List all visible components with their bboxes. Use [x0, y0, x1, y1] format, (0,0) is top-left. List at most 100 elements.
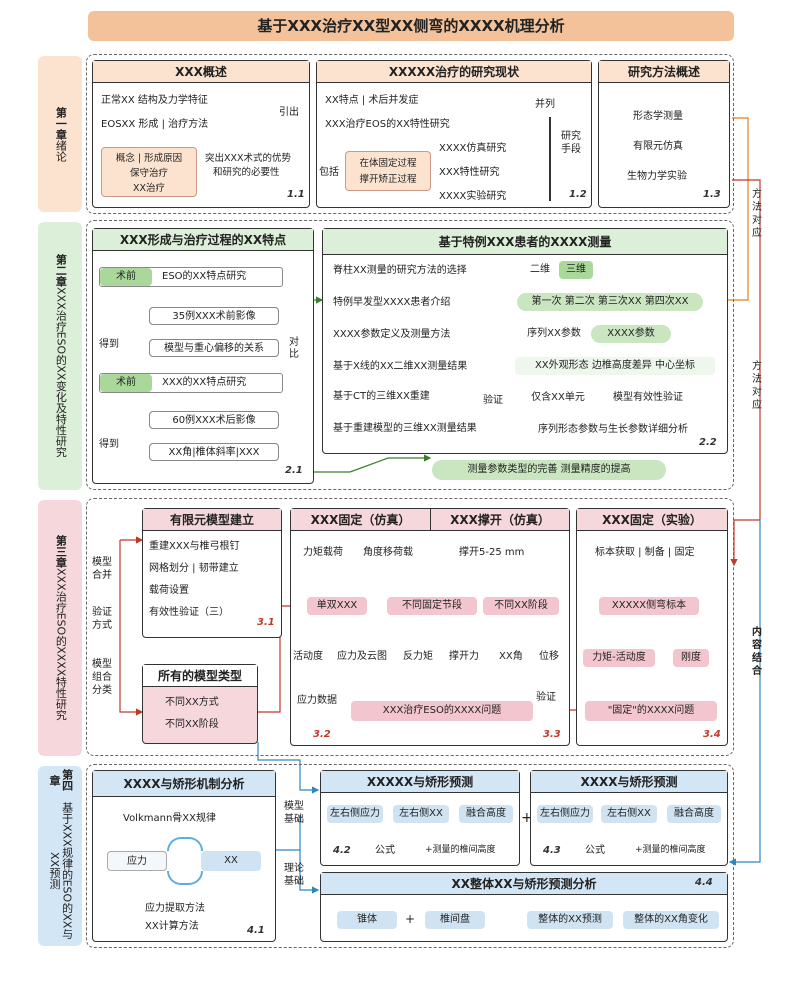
process-box: 在体固定过程 撑开矫正过程 [345, 151, 431, 191]
section-number: 1.3 [703, 189, 721, 200]
xxxx-params: XXXX参数 [591, 325, 671, 343]
time-1: 第一次 [531, 296, 562, 307]
methods-title: 研究方法概述 [599, 61, 729, 83]
tag-3d: 三维 [559, 261, 593, 279]
obtain-label2: 得到 [99, 439, 119, 450]
row-3d-result: 基于重建模型的三维XX测量结果 [333, 423, 477, 434]
postop-images: 60例XXX术后影像 [149, 411, 279, 429]
single-double: 单双XXX [307, 597, 367, 615]
model-relation: 模型与重心偏移的关系 [149, 339, 279, 357]
chapter1-label: 第一章绪论 [38, 56, 82, 212]
disc: 椎间盘 [425, 911, 485, 929]
improvement-banner: 测量参数类型的完善 测量精度的提高 [432, 460, 666, 480]
out-spread-force: 撑开力 [449, 651, 479, 662]
fe-step1: 重建XXX与椎弓根钉 [149, 541, 240, 552]
out-reaction: 反力矩 [403, 651, 433, 662]
fix-segment: 不同固定节段 [387, 597, 477, 615]
model-types-box: 所有的模型类型 不同XX方式 不同XX阶段 [142, 664, 258, 744]
moment-load: 力矩载荷 [303, 547, 343, 558]
model-base-label: 模型基础 [284, 801, 304, 825]
angle-load: 角度移荷载 [363, 547, 413, 558]
method-fem: 有限元仿真 [633, 141, 683, 152]
chapter3-number: 第三章 [54, 535, 68, 569]
fe-step2: 网格划分 | 韧带建立 [149, 563, 239, 574]
lead-label: 引出 [279, 107, 299, 118]
chapter4-frame [86, 764, 734, 948]
highlight-line2: 和研究的必要性 [213, 167, 280, 178]
spread-stage: 不同XX阶段 [483, 597, 559, 615]
appearance-1: XX外观形态 [534, 360, 589, 371]
xx-node: XX [201, 851, 261, 871]
preop-row2: 术前 XXX的XX特点研究 [99, 373, 283, 393]
compare-label: 对比 [289, 337, 299, 360]
out-stress: 应力及云图 [337, 651, 387, 662]
spread-range: 撑开5-25 mm [459, 547, 525, 558]
method-item1: XXXX仿真研究 [439, 143, 507, 154]
time-2: 第二次 [564, 296, 595, 307]
moment-rom: 力矩-活动度 [583, 649, 655, 667]
experiment-title: XXX固定（实验） [577, 509, 727, 531]
chapter4-subtitle: 基于XXX规律的ESO的XX与XX预测 [48, 801, 74, 939]
method-item2: XXX特性研究 [439, 167, 500, 178]
fe-step3: 载荷设置 [149, 585, 189, 596]
mechanism-title: XXXX与矫形机制分析 [93, 771, 275, 797]
chapter2-frame [86, 220, 734, 490]
chapter4-number: 第四章 [48, 769, 74, 792]
out-rom: 活动度 [293, 651, 323, 662]
fe-model-title: 有限元模型建立 [143, 509, 281, 531]
out-displacement: 位移 [539, 651, 559, 662]
fe-step4: 有效性验证（三） [149, 607, 229, 618]
appearance-pill: XX外观形态 边椎高度差异 中心坐标 [515, 357, 715, 375]
predict-box1: XXXXX与矫形预测 左右侧应力 左右侧XX 融合高度 公式 +测量的椎间高度 … [320, 770, 520, 866]
chapter1-subtitle: 绪论 [54, 139, 68, 162]
fix-sim-title: XXX固定（仿真） [291, 509, 431, 531]
overview-line1: 正常XX 结构及力学特征 [101, 95, 208, 106]
mechanism-box: XXXX与矫形机制分析 Volkmann骨XX规律 应力 XX 应力提取方法 X… [92, 770, 276, 942]
p2-stress: 左右侧应力 [537, 805, 593, 823]
research-status-box: XXXXX治疗的研究现状 XX特点 | 术后并发症 XXX治疗EOS的XX特性研… [316, 60, 592, 208]
preop-study2: XXX的XX特点研究 [162, 377, 247, 388]
chapter2-number: 第二章 [54, 254, 68, 288]
whole-plus: + [405, 912, 416, 926]
methods-box: 研究方法概述 形态学测量 有限元仿真 生物力学实验 1.3 [598, 60, 730, 208]
section-number: 2.2 [699, 437, 717, 448]
appearance-2: 边椎高度差异 [591, 360, 652, 371]
plus-sign: + [521, 810, 533, 826]
overview-line2: EOSXX 形成 | 治疗方法 [101, 119, 209, 130]
overview-title: XXX概述 [93, 61, 309, 83]
verify-method-label: 验证方式 [92, 607, 112, 631]
process-line1: 在体固定过程 [359, 158, 417, 169]
p1-fusion: 融合高度 [459, 805, 513, 823]
predict2-title: XXXX与矫形预测 [531, 771, 727, 793]
angle-params: XX角|椎体斜率|XXX [149, 443, 279, 461]
type-method: 不同XX方式 [165, 697, 219, 708]
content-combine-label: 内容结合 [752, 627, 762, 677]
p2-formula: 公式 [585, 845, 605, 856]
chapter2-subtitle: XXX治疗ESO的XX变化及特性研究 [54, 287, 68, 458]
preop-tag2: 术前 [100, 374, 152, 392]
concept-line3: XX治疗 [132, 183, 166, 194]
means-label1: 研究 [561, 131, 581, 142]
concept-box: 概念 | 形成原因 保守治疗 XX治疗 [101, 147, 197, 197]
predict1-title: XXXXX与矫形预测 [321, 771, 519, 793]
parallel-label: 并列 [535, 99, 555, 110]
concept-line2: 保守治疗 [129, 168, 168, 179]
section-number: 3.2 [313, 729, 331, 740]
section-number: 3.4 [703, 729, 721, 740]
chapter3-subtitle: XXX治疗ESO的XXXX特性研究 [54, 568, 68, 721]
obtain-label1: 得到 [99, 339, 119, 350]
p1-formula: 公式 [375, 845, 395, 856]
page-title: 基于XXX治疗XX型XX侧弯的XXXX机理分析 [88, 11, 734, 41]
verify-label: 验证 [483, 395, 503, 406]
highlight-line1: 突出XXX术式的优势 [205, 153, 292, 164]
simulation-box: XXX固定（仿真） XXX撑开（仿真） 力矩载荷 角度移荷载 撑开5-25 mm… [290, 508, 570, 746]
formation-title: XXX形成与治疗过程的XX特点 [93, 229, 313, 251]
whole-predict: 整体的XX预测 [527, 911, 613, 929]
whole-title: XX整体XX与矫形预测分析 [321, 873, 727, 895]
volkmann-law: Volkmann骨XX规律 [123, 813, 216, 824]
p1-xx: 左右侧XX [393, 805, 449, 823]
fe-model-box: 有限元模型建立 重建XXX与椎弓根钉 网格划分 | 韧带建立 载荷设置 有效性验… [142, 508, 282, 638]
times-pill: 第一次 第二次 第三次XX 第四次XX [517, 293, 703, 311]
whole-angle: 整体的XX角变化 [623, 911, 719, 929]
method-item3: XXXX实验研究 [439, 191, 507, 202]
